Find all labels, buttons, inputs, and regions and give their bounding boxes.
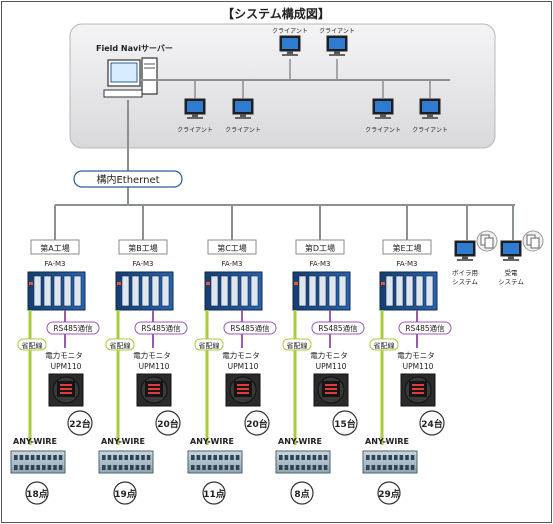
client-label: クライアント — [225, 127, 261, 134]
anywire-module-icon — [275, 450, 331, 474]
module-label: FA-M3 — [44, 260, 65, 268]
client-label: クライアント — [412, 127, 448, 134]
anywire-module-icon — [98, 450, 154, 474]
point-count: 29点 — [378, 488, 400, 500]
documents-icon — [476, 230, 498, 252]
anywire-label: ANY-WIRE — [278, 437, 322, 446]
power-meter-icon — [136, 373, 172, 407]
module-label: FA-M3 — [132, 260, 153, 268]
client-monitor-icon — [326, 35, 348, 56]
system-label: システム — [452, 278, 478, 286]
diagram-title: 【システム構成図】 — [222, 6, 330, 21]
module-label: FA-M3 — [309, 260, 330, 268]
anywire-module-icon — [362, 450, 418, 474]
factory-name: 第B工場 — [128, 243, 158, 253]
plc-module-icon — [115, 271, 174, 311]
wiring-label: 省配線 — [22, 341, 43, 350]
meter-count: 22台 — [69, 418, 91, 430]
anywire-label: ANY-WIRE — [101, 437, 145, 446]
system-label: ボイラ用 — [452, 269, 478, 277]
factory-name: 第A工場 — [40, 243, 69, 253]
rs485-label: RS485通信 — [53, 323, 93, 333]
meter-count: 24台 — [421, 418, 443, 430]
module-label: FA-M3 — [221, 260, 242, 268]
point-count: 11点 — [203, 488, 225, 500]
power-meter-icon — [225, 373, 261, 407]
meter-model-label: UPM110 — [139, 362, 170, 371]
power-meter-icon — [313, 373, 349, 407]
anywire-module-icon — [187, 450, 243, 474]
client-label: クライアント — [272, 28, 308, 35]
plc-module-icon — [292, 271, 351, 311]
module-label: FA-M3 — [396, 260, 417, 268]
wiring-label: 省配線 — [374, 341, 395, 350]
ethernet-label: 構内Ethernet — [96, 173, 159, 186]
anywire-label: ANY-WIRE — [190, 437, 234, 446]
point-count: 19点 — [114, 488, 136, 500]
wiring-label: 省配線 — [287, 341, 308, 350]
power-meter-icon — [48, 373, 84, 407]
meter-label: 電力モニタ — [133, 350, 171, 360]
anywire-label: ANY-WIRE — [365, 437, 409, 446]
ethernet-pill — [73, 170, 183, 188]
documents-icon — [522, 230, 544, 252]
anywire-label: ANY-WIRE — [13, 437, 57, 446]
wiring-label: 省配線 — [110, 341, 131, 350]
client-label: クライアント — [177, 127, 213, 134]
meter-model-label: UPM110 — [51, 362, 82, 371]
meter-count: 20台 — [246, 418, 268, 430]
system-monitor-icon — [500, 240, 522, 261]
system-monitor-icon — [454, 240, 476, 261]
rs485-label: RS485通信 — [141, 323, 181, 333]
meter-label: 電力モニタ — [222, 350, 260, 360]
client-group: クライアントクライアントクライアントクライアントクライアントクライアント — [177, 28, 448, 134]
meter-label: 電力モニタ — [397, 350, 435, 360]
rs485-label: RS485通信 — [405, 323, 445, 333]
plc-module-icon — [204, 271, 263, 311]
factory-name: 第D工場 — [305, 243, 335, 253]
meter-label: 電力モニタ — [45, 350, 83, 360]
client-label: クライアント — [365, 127, 401, 134]
client-label: クライアント — [319, 28, 355, 35]
client-monitor-icon — [419, 98, 441, 119]
system-label: システム — [498, 278, 524, 286]
rs485-label: RS485通信 — [318, 323, 358, 333]
factory-name: 第E工場 — [392, 243, 421, 253]
server-computer-icon — [103, 57, 158, 98]
server-label: Field Naviサーバー — [96, 44, 173, 53]
system-label: 受電 — [505, 268, 519, 277]
meter-model-label: UPM110 — [403, 362, 434, 371]
wiring-label: 省配線 — [199, 341, 220, 350]
rs485-label: RS485通信 — [230, 323, 270, 333]
client-monitor-icon — [279, 35, 301, 56]
client-monitor-icon — [372, 98, 394, 119]
factory-group: 第A工場FA-M3RS485通信省配線電力モニタUPM11022台ANY-WIR… — [10, 205, 452, 505]
factory-name: 第C工場 — [217, 243, 247, 253]
point-count: 18点 — [26, 488, 48, 500]
plc-module-icon — [379, 271, 438, 311]
plc-module-icon — [27, 271, 86, 311]
meter-model-label: UPM110 — [316, 362, 347, 371]
meter-count: 15台 — [334, 418, 356, 430]
power-meter-icon — [400, 373, 436, 407]
client-monitor-icon — [184, 98, 206, 119]
meter-model-label: UPM110 — [228, 362, 259, 371]
client-monitor-icon — [232, 98, 254, 119]
anywire-module-icon — [10, 450, 66, 474]
point-count: 8点 — [294, 488, 309, 500]
meter-count: 20台 — [157, 418, 179, 430]
meter-label: 電力モニタ — [310, 350, 348, 360]
